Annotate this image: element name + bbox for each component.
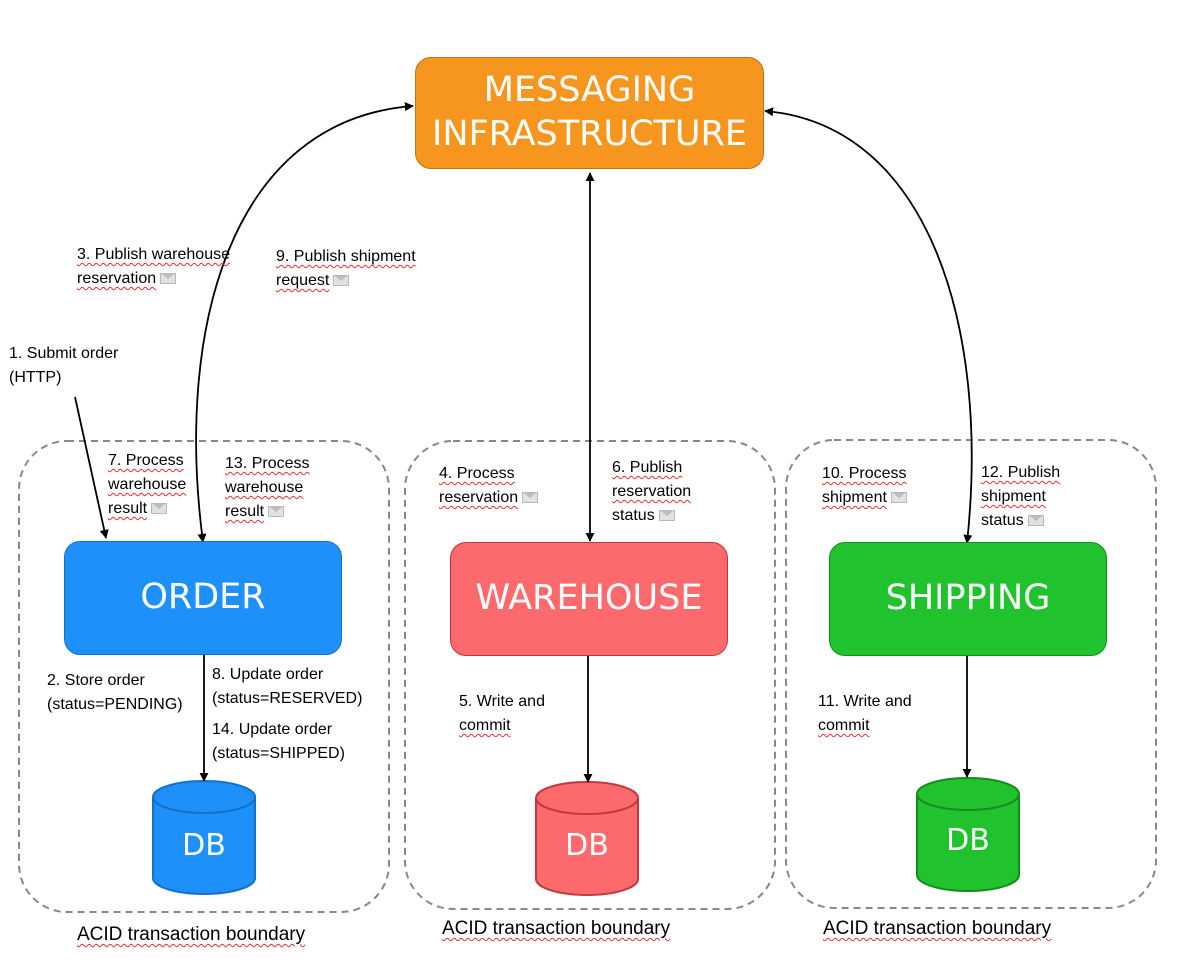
step-14-label: 14. Update order (status=SHIPPED)	[212, 721, 345, 762]
shipping-db-label: DB	[946, 822, 990, 858]
envelope-icon	[151, 503, 168, 514]
envelope-icon	[268, 506, 285, 517]
step-8-label: 8. Update order (status=RESERVED)	[212, 666, 363, 707]
envelope-icon	[333, 275, 350, 286]
step-2-label: 2. Store order (status=PENDING)	[47, 672, 183, 713]
step-6-label: 6. Publish reservation status	[612, 459, 692, 524]
order-service-name: ORDER	[140, 577, 266, 618]
envelope-icon	[1027, 515, 1044, 526]
warehouse-service-box: WAREHOUSE	[450, 542, 728, 656]
step-4-label: 4. Process reservation	[439, 462, 539, 510]
warehouse-db-label: DB	[565, 827, 609, 863]
envelope-icon	[522, 492, 539, 503]
order-boundary-caption: ACID transaction boundary	[77, 924, 306, 945]
step-11-label: 11. Write and commit	[818, 693, 912, 734]
warehouse-boundary-caption: ACID transaction boundary	[442, 918, 671, 939]
shipping-service-box: SHIPPING	[829, 542, 1107, 656]
submit-order-arrow	[74, 396, 109, 539]
messaging-title-line1: MESSAGING	[483, 70, 696, 111]
step-7-label: 7. Process warehouse result	[108, 452, 187, 517]
messaging-title-line2: INFRASTRUCTURE	[432, 114, 747, 154]
step-1-label: 1. Submit order (HTTP)	[9, 345, 119, 386]
step-13-label: 13. Process warehouse result	[225, 455, 310, 520]
shipping-service-name: SHIPPING	[885, 578, 1051, 619]
warehouse-service-name: WAREHOUSE	[475, 578, 703, 619]
order-db-label: DB	[182, 827, 226, 863]
order-messaging-arrow	[195, 102, 414, 543]
step-10-label: 10. Process shipment	[822, 465, 907, 506]
shipping-boundary-caption: ACID transaction boundary	[823, 918, 1052, 939]
step-3-label: 3. Publish warehouse reservation	[77, 246, 230, 287]
order-service-box: ORDER	[64, 541, 342, 655]
envelope-icon	[658, 510, 675, 521]
shipping-messaging-arrow	[764, 107, 973, 544]
step-9-label: 9. Publish shipment request	[276, 248, 416, 289]
envelope-icon	[160, 273, 177, 284]
step-12-label: 12. Publish shipment status	[981, 464, 1061, 529]
step-5-label: 5. Write and commit	[459, 693, 545, 734]
envelope-icon	[890, 492, 907, 503]
order-db-cylinder	[152, 780, 256, 895]
shipping-db-cylinder	[916, 777, 1020, 892]
messaging-infrastructure-box: MESSAGING INFRASTRUCTURE	[415, 57, 764, 169]
